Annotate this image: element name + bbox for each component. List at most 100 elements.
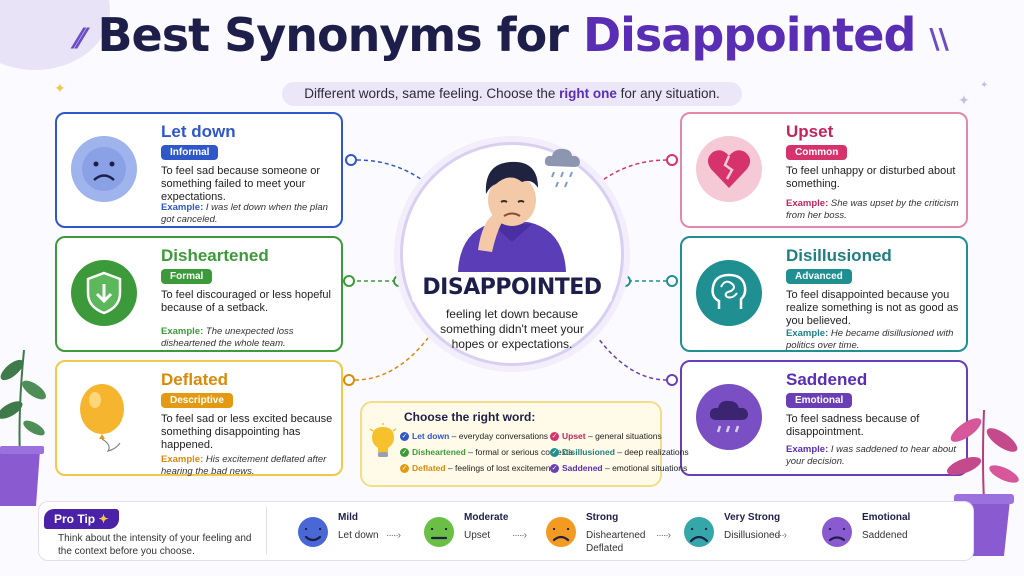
example-label: Example: — [786, 444, 829, 455]
sparkle-icon: ✦ — [98, 512, 109, 526]
word-title: Upset — [786, 122, 834, 141]
check-icon: ✓ — [550, 432, 559, 442]
intensity-words: Disheartened Deflated — [586, 530, 646, 554]
sparkle-icon: ✦ — [980, 80, 989, 91]
bottom-bar — [38, 501, 974, 561]
check-icon: ✓ — [550, 448, 559, 458]
center-word: DISAPPOINTED — [412, 272, 612, 304]
definition: To feel discouraged or less hopeful beca… — [161, 289, 331, 314]
check-icon: ✓ — [400, 432, 409, 442]
example-label: Example: — [786, 328, 829, 339]
dash-decoration-icon: ⁄⁄ — [76, 22, 84, 55]
subtitle-highlight: right one — [559, 86, 617, 101]
arrow-right-icon: ·····› — [512, 530, 527, 541]
example-text: I was saddened to hear about your decisi… — [786, 444, 957, 467]
center-definition: feeling let down because something didn'… — [440, 307, 584, 351]
broken-heart-icon — [696, 136, 762, 202]
example-label: Example: — [161, 202, 204, 213]
lightbulb-icon — [369, 423, 397, 457]
intensity-level: Very Strong — [724, 512, 781, 523]
choose-use: – general situations — [585, 431, 662, 441]
subtitle-text: Different words, same feeling. Choose th… — [304, 86, 560, 101]
intensity-words: Disillusioned — [724, 530, 781, 541]
card-saddened: Saddened Emotional To feel sadness becau… — [680, 360, 968, 476]
intensity-level: Mild — [338, 512, 358, 523]
intensity-level: Strong — [586, 512, 619, 523]
choose-word: Disillusioned — [562, 447, 615, 457]
choose-word: Let down — [412, 431, 450, 441]
check-icon: ✓ — [400, 464, 409, 474]
example-label: Example: — [161, 326, 204, 337]
definition: To feel sadness because of disappointmen… — [786, 413, 920, 438]
definition: To feel sad or less excited because some… — [161, 413, 333, 451]
choose-use: – everyday conversations — [449, 431, 549, 441]
intensity-words: Saddened — [862, 530, 908, 541]
intensity-face-icon — [822, 517, 852, 547]
card-deflated: Deflated Descriptive To feel sad or less… — [55, 360, 343, 477]
word-title: Disheartened — [161, 246, 269, 265]
example: Example: I was let down when the plan go… — [161, 202, 341, 225]
register-tag: Common — [786, 145, 848, 160]
example-text: She was upset by the criticism from her … — [786, 198, 959, 221]
register-tag: Informal — [161, 145, 219, 160]
sad-person-illustration — [458, 148, 580, 272]
tangled-mind-icon — [696, 260, 762, 326]
choose-word: Upset — [562, 431, 586, 441]
word-title: Deflated — [161, 370, 229, 389]
choose-title: Choose the right word: — [404, 410, 536, 424]
pro-tip-text: Think about the intensity of your feelin… — [58, 533, 252, 557]
choose-right-word-box: Choose the right word: ✓Let down – every… — [360, 401, 689, 487]
intensity-level: Emotional — [862, 512, 911, 523]
example: Example: The unexpected loss disheartene… — [161, 326, 341, 349]
sparkle-icon: ✦ — [54, 80, 66, 96]
subtitle: Different words, same feeling. Choose th… — [282, 82, 742, 106]
choose-word: Deflated — [412, 463, 446, 473]
intensity-face-icon — [424, 517, 454, 547]
example-label: Example: — [161, 454, 204, 465]
example: Example: I was saddened to hear about yo… — [786, 444, 966, 467]
example: Example: His excitement deflated after h… — [161, 454, 341, 477]
intensity-face-icon — [298, 517, 328, 547]
card-let-down: Let down Informal To feel sad because so… — [55, 112, 343, 228]
arrow-right-icon: ·····› — [656, 530, 671, 541]
rain-cloud-icon — [696, 384, 762, 450]
example-label: Example: — [786, 198, 829, 209]
choose-word: Saddened — [562, 463, 603, 473]
example-text: His excitement deflated after hearing th… — [161, 454, 327, 477]
intensity-face-icon — [684, 517, 714, 547]
dash-decoration-icon: \\ — [929, 22, 948, 55]
word-title: Let down — [161, 122, 236, 141]
title-prefix: Best Synonyms for — [97, 8, 583, 62]
example-text: He became disillusioned with politics ov… — [786, 328, 954, 351]
check-icon: ✓ — [550, 464, 559, 474]
choose-use: – formal or serious contexts — [465, 447, 573, 457]
divider — [266, 507, 267, 555]
pro-tip-label: Pro Tip — [54, 512, 96, 526]
card-disheartened: Disheartened Formal To feel discouraged … — [55, 236, 343, 352]
choose-use: – deep realizations — [614, 447, 689, 457]
example-text: The unexpected loss disheartened the who… — [161, 326, 294, 349]
choose-use: – emotional situations — [602, 463, 688, 473]
list-item: ✓Upset – general situations — [550, 428, 689, 444]
word-title: Saddened — [786, 370, 868, 389]
pro-tip-badge: Pro Tip ✦ — [44, 509, 119, 529]
intensity-face-icon — [546, 517, 576, 547]
potted-plant-left-icon — [0, 349, 46, 506]
register-tag: Formal — [161, 269, 213, 284]
check-icon: ✓ — [400, 448, 409, 458]
card-disillusioned: Disillusioned Advanced To feel disappoin… — [680, 236, 968, 352]
list-item: ✓Disheartened – formal or serious contex… — [400, 444, 573, 460]
arrow-right-icon: ·····› — [772, 530, 787, 541]
register-tag: Advanced — [786, 269, 852, 284]
list-item: ✓Let down – everyday conversations — [400, 428, 573, 444]
example: Example: He became disillusioned with po… — [786, 328, 966, 351]
title-accent: Disappointed — [582, 8, 916, 62]
choose-word: Disheartened — [412, 447, 466, 457]
list-item: ✓Deflated – feelings of lost excitement — [400, 460, 573, 476]
intensity-level: Moderate — [464, 512, 509, 523]
sparkle-icon: ✦ — [958, 92, 970, 108]
deflated-balloon-icon — [71, 384, 137, 452]
list-item: ✓Saddened – emotional situations — [550, 460, 689, 476]
choose-right-column: ✓Upset – general situations ✓Disillusion… — [550, 428, 689, 476]
